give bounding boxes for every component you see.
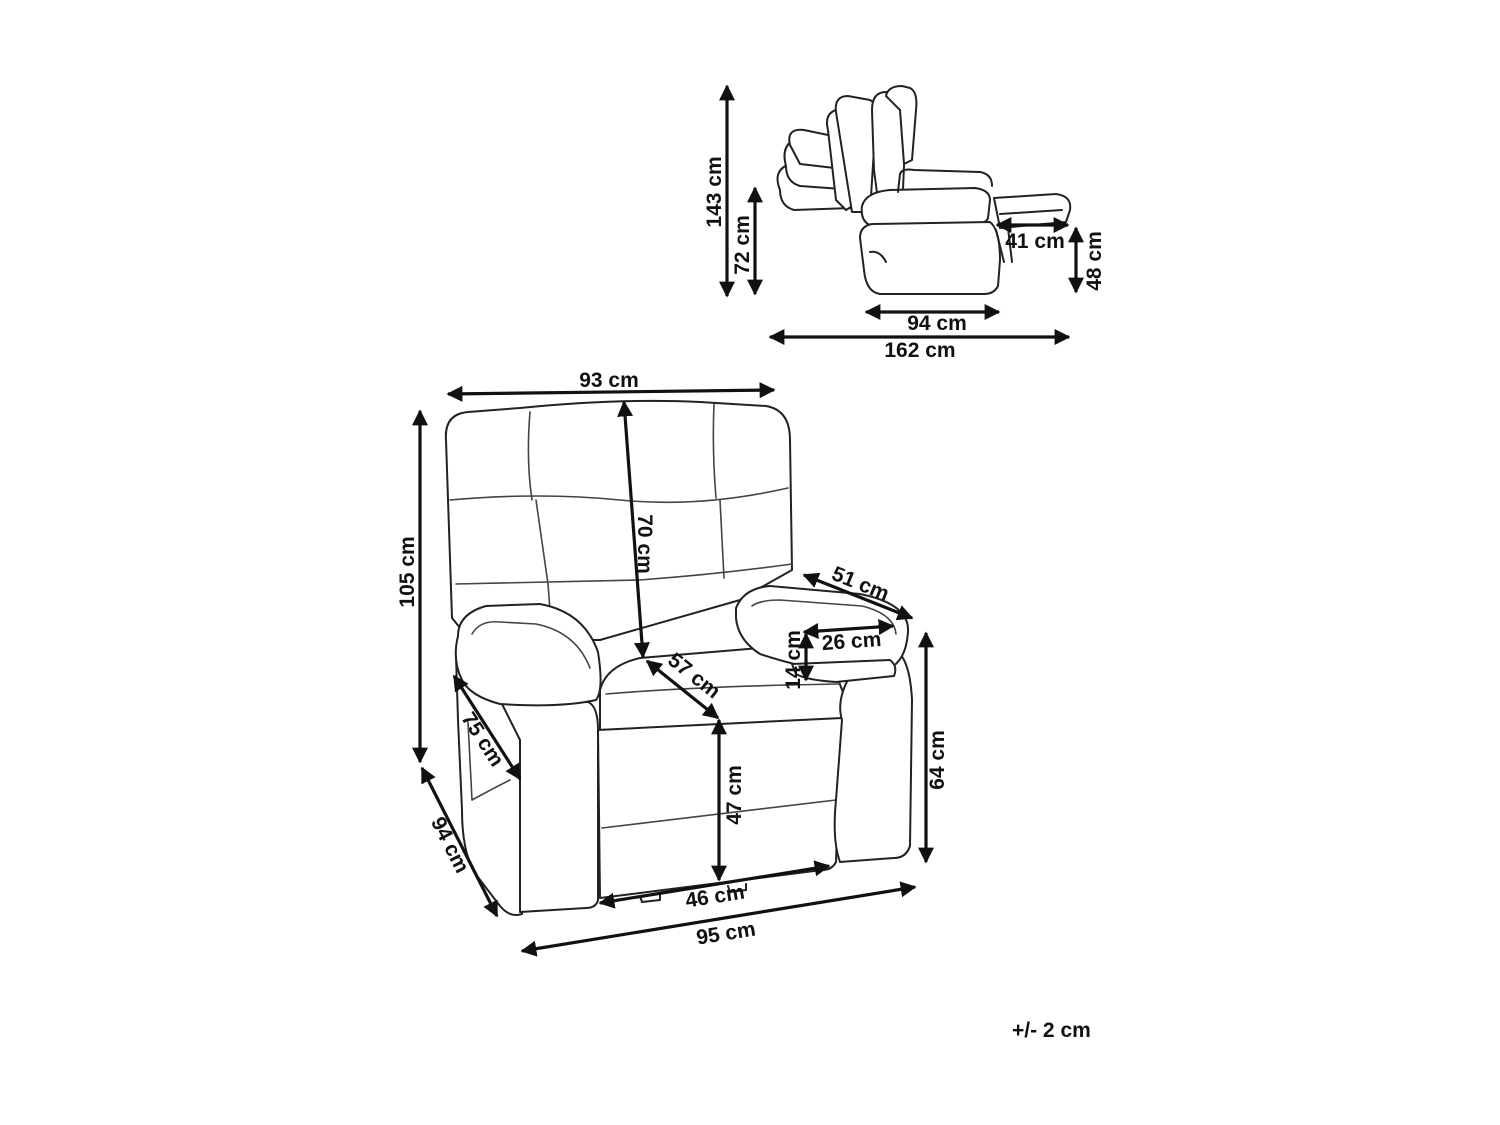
label-143: 143 cm — [703, 156, 726, 227]
label-162: 162 cm — [884, 339, 955, 362]
label-47: 47 cm — [723, 765, 746, 825]
label-41: 41 cm — [1005, 230, 1065, 253]
dim-26-arrow — [802, 618, 895, 640]
dim-94-front-arrow — [420, 766, 499, 918]
label-48: 48 cm — [1083, 231, 1106, 291]
side-view-recliner — [776, 85, 1072, 295]
label-94-side: 94 cm — [907, 312, 967, 335]
label-72: 72 cm — [731, 215, 754, 275]
dim-51-arrow — [802, 572, 914, 621]
label-105: 105 cm — [396, 536, 419, 607]
label-70: 70 cm — [633, 514, 656, 574]
dim-57-arrow — [645, 659, 720, 720]
dim-70-arrow — [617, 400, 650, 659]
label-26: 26 cm — [821, 628, 882, 655]
dim-95-arrow — [520, 881, 917, 957]
label-93: 93 cm — [579, 369, 639, 392]
tolerance-note: +/- 2 cm — [1012, 1019, 1091, 1042]
dim-93-arrow — [446, 382, 776, 402]
label-14: 14 cm — [782, 630, 805, 690]
label-64: 64 cm — [926, 730, 949, 790]
dim-75-arrow — [452, 674, 522, 781]
